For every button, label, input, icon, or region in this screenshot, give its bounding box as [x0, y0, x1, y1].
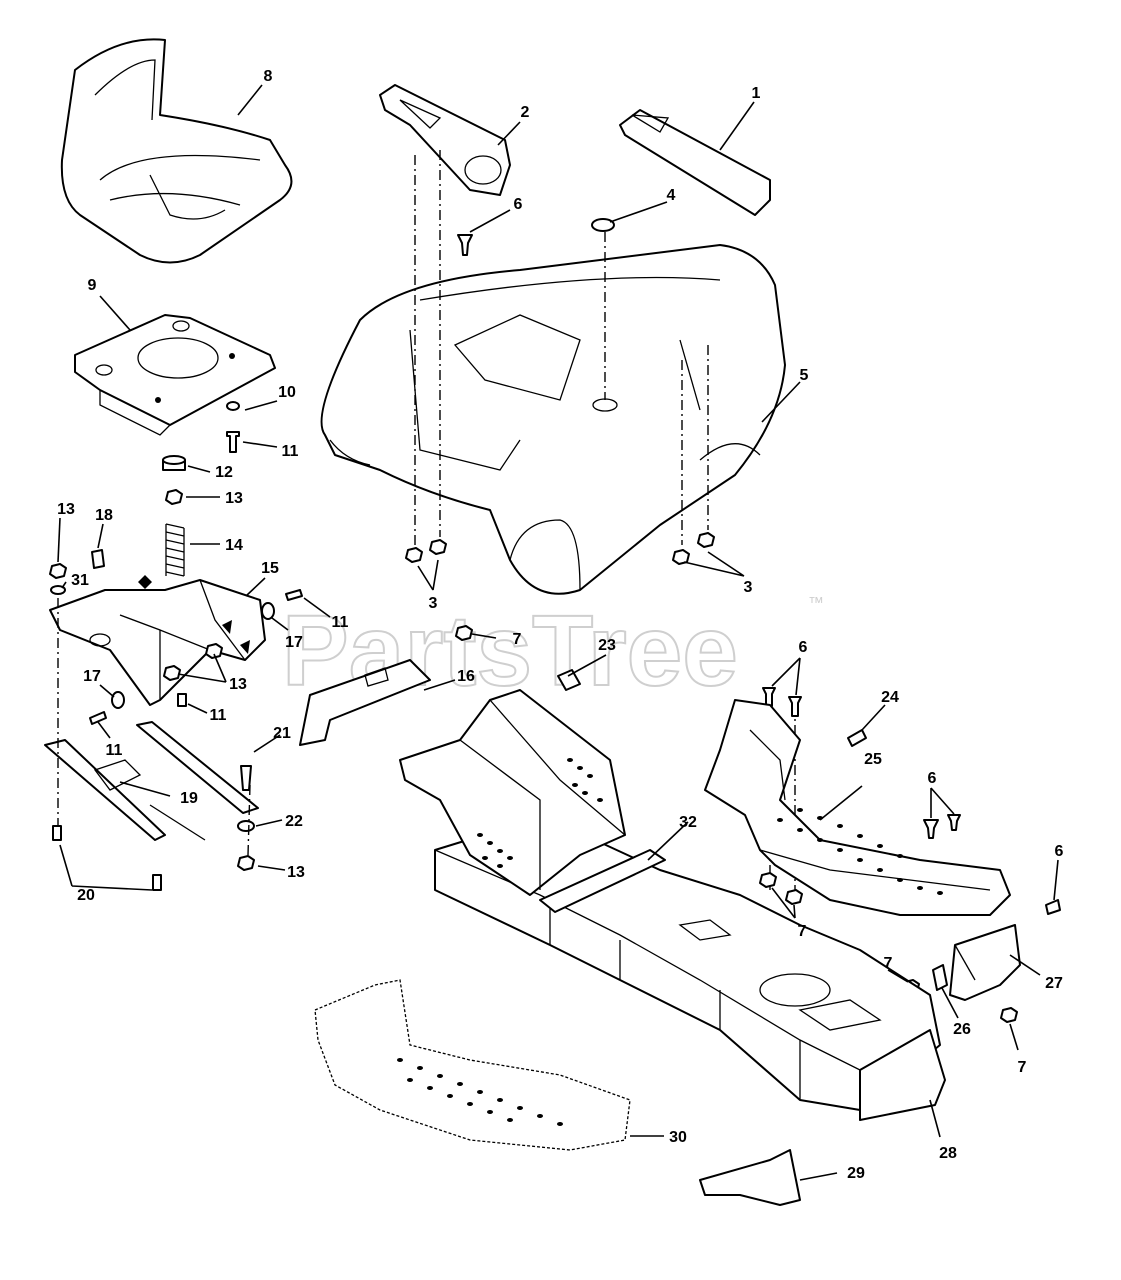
part-2-cup-holder[interactable] — [379, 84, 511, 196]
part-10-washer[interactable] — [226, 401, 240, 411]
callout-6-mid[interactable]: 6 — [799, 639, 808, 656]
callout-31[interactable]: 31 — [71, 572, 89, 589]
part-11-bolt-lower[interactable] — [89, 693, 187, 725]
part-29-bracket[interactable] — [699, 1149, 801, 1206]
callout-1[interactable]: 1 — [752, 85, 761, 102]
callout-13-mid[interactable]: 13 — [229, 676, 247, 693]
assembly-lines — [57, 150, 796, 890]
callout-labels: 1 2 3 3 4 5 6 6 6 6 7 7 7 7 8 9 10 11 11… — [57, 68, 1063, 1182]
callout-30[interactable]: 30 — [669, 1129, 687, 1146]
callout-2[interactable]: 2 — [521, 104, 530, 121]
callout-10[interactable]: 10 — [278, 384, 296, 401]
callout-25[interactable]: 25 — [864, 751, 882, 768]
callout-29[interactable]: 29 — [847, 1165, 865, 1182]
part-11-bolt-right[interactable] — [285, 589, 303, 601]
callout-21[interactable]: 21 — [273, 725, 291, 742]
callout-11-left[interactable]: 11 — [106, 742, 123, 759]
part-21-bolt[interactable] — [240, 765, 252, 791]
callout-5[interactable]: 5 — [800, 367, 809, 384]
part-16-panel[interactable] — [299, 659, 431, 746]
callout-3-right[interactable]: 3 — [744, 579, 753, 596]
callout-6-top[interactable]: 6 — [514, 196, 523, 213]
callout-15[interactable]: 15 — [261, 560, 279, 577]
callout-13-bottom[interactable]: 13 — [287, 864, 305, 881]
callout-32[interactable]: 32 — [679, 814, 697, 831]
part-7-nut-mid[interactable] — [455, 625, 473, 641]
part-12-bumper[interactable] — [162, 455, 186, 471]
part-3-nuts[interactable] — [405, 532, 715, 565]
part-14-spring[interactable] — [165, 523, 185, 577]
watermark-trademark: ™ — [808, 595, 824, 612]
callout-17-left[interactable]: 17 — [83, 668, 101, 685]
part-24-screw[interactable] — [847, 729, 867, 747]
part-26-clip[interactable] — [932, 964, 948, 991]
part-25-footrest[interactable] — [704, 699, 1011, 916]
footrest-holes — [777, 808, 943, 895]
part-21-rail-bar[interactable] — [136, 721, 259, 814]
part-32-crossbar[interactable] — [539, 849, 666, 913]
floor-pan-holes — [397, 1058, 563, 1126]
part-22-washer[interactable] — [237, 820, 255, 832]
callout-7-footrest[interactable]: 7 — [798, 923, 807, 940]
part-28-frame[interactable] — [399, 689, 946, 1121]
callout-24[interactable]: 24 — [881, 689, 899, 706]
callout-28[interactable]: 28 — [939, 1145, 957, 1162]
part-17-bushing-left[interactable] — [111, 691, 125, 709]
callout-11-top[interactable]: 11 — [282, 443, 299, 460]
callout-27[interactable]: 27 — [1045, 975, 1063, 992]
part-4-plug[interactable] — [591, 218, 615, 232]
callout-16[interactable]: 16 — [457, 668, 475, 685]
part-11-bolt[interactable] — [226, 431, 240, 453]
part-8-seat[interactable] — [60, 38, 293, 264]
callout-14[interactable]: 14 — [225, 537, 243, 554]
callout-9[interactable]: 9 — [88, 277, 97, 294]
callout-4[interactable]: 4 — [667, 187, 676, 204]
part-18-clip[interactable] — [91, 549, 105, 569]
callout-17-right[interactable]: 17 — [285, 634, 303, 651]
part-6-bolts[interactable] — [762, 687, 1061, 915]
callout-13-left[interactable]: 13 — [57, 501, 75, 518]
part-20-rail-bolts[interactable] — [52, 825, 162, 891]
part-9-seat-pan[interactable] — [74, 314, 276, 436]
part-13-nut-lower[interactable] — [163, 643, 223, 681]
part-31-washer[interactable] — [50, 585, 66, 595]
leader-lines — [57, 84, 1059, 1181]
callout-7-mid[interactable]: 7 — [513, 631, 522, 648]
callout-23[interactable]: 23 — [598, 637, 616, 654]
part-17-bushing-right[interactable] — [261, 602, 275, 620]
callout-6-right[interactable]: 6 — [1055, 843, 1064, 860]
part-30-floor-pan[interactable] — [314, 979, 631, 1151]
callout-22[interactable]: 22 — [285, 813, 303, 830]
part-23-pin[interactable] — [557, 669, 581, 691]
callout-19[interactable]: 19 — [180, 790, 198, 807]
part-13-nut[interactable] — [165, 489, 183, 505]
callout-13-top[interactable]: 13 — [225, 490, 243, 507]
part-13-nut-left[interactable] — [49, 563, 67, 579]
callout-18[interactable]: 18 — [95, 507, 113, 524]
callout-20[interactable]: 20 — [77, 887, 95, 904]
callout-11-lower[interactable]: 11 — [210, 707, 227, 724]
frame-holes — [477, 758, 603, 868]
part-1-console[interactable] — [619, 109, 771, 216]
part-15-seat-bracket[interactable] — [49, 575, 266, 706]
callout-26[interactable]: 26 — [953, 1021, 971, 1038]
callout-12[interactable]: 12 — [215, 464, 233, 481]
callout-8[interactable]: 8 — [264, 68, 273, 85]
callout-7-right[interactable]: 7 — [1018, 1059, 1027, 1076]
callout-6-footrest[interactable]: 6 — [928, 770, 937, 787]
callout-11-right[interactable]: 11 — [332, 614, 349, 631]
part-27-bracket[interactable] — [949, 924, 1021, 1001]
part-13-nut-bottom[interactable] — [237, 855, 255, 871]
part-5-fender[interactable] — [320, 244, 786, 595]
callout-7-bracket[interactable]: 7 — [884, 955, 893, 972]
part-6-screw-top[interactable] — [457, 234, 473, 256]
callout-3-left[interactable]: 3 — [429, 595, 438, 612]
